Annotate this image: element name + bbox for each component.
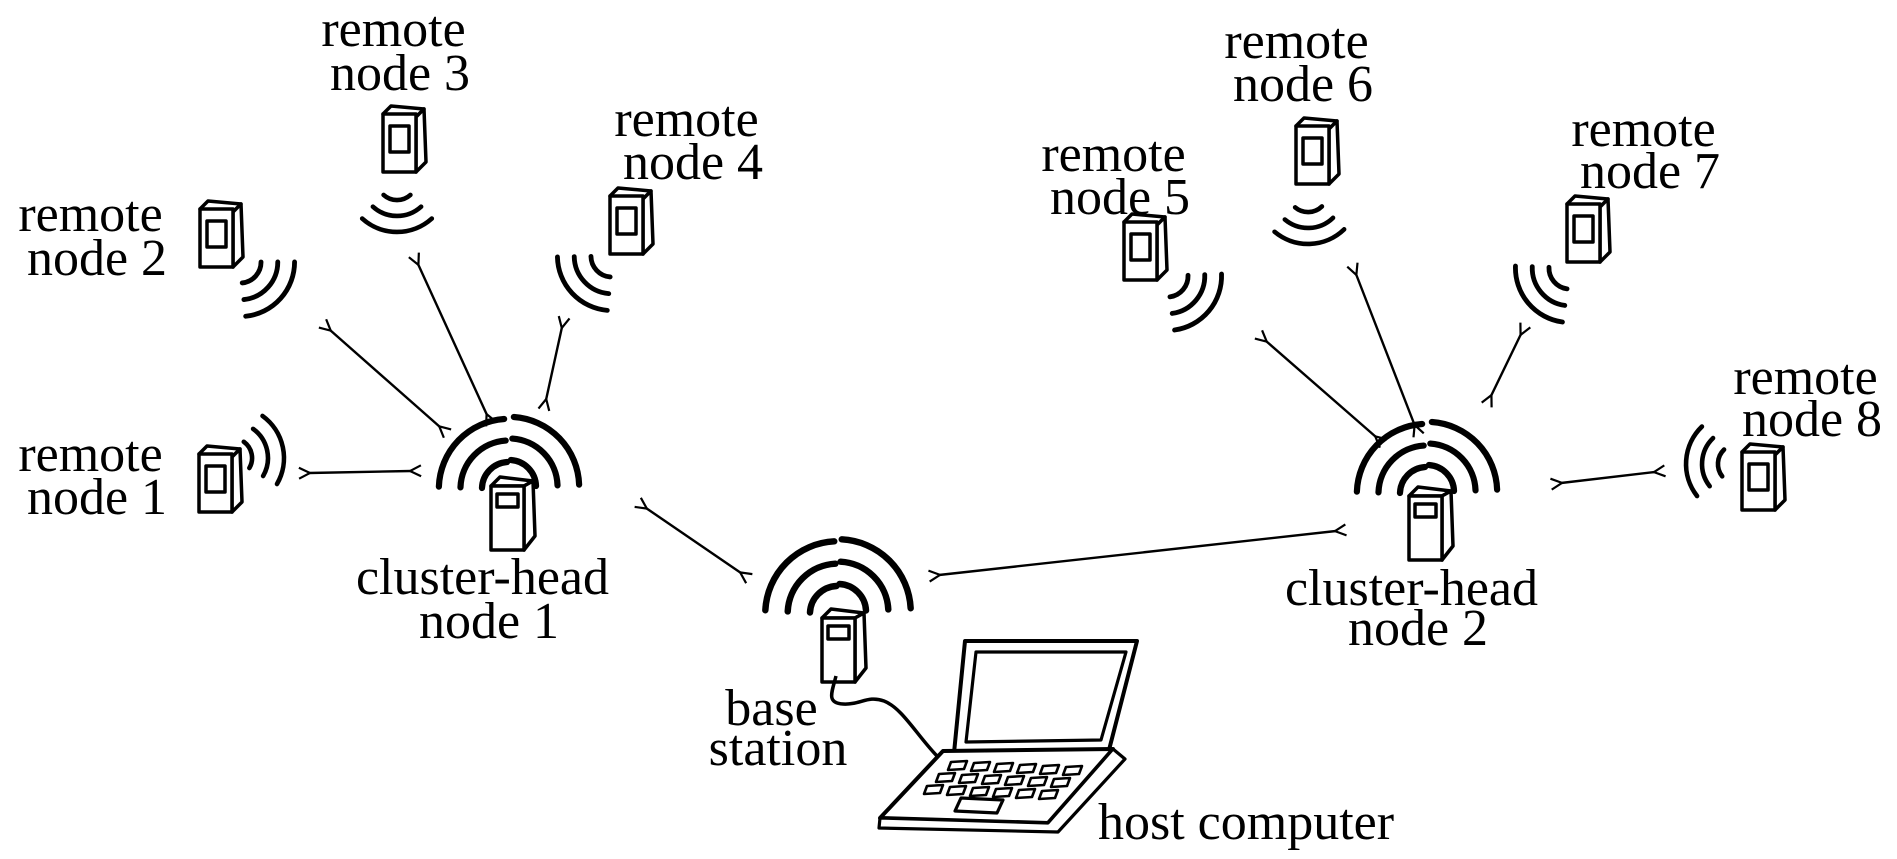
radio-waves-icon (239, 413, 290, 489)
remote-node-5-label: remote node 5 (1041, 126, 1198, 226)
link-remote2-cluster1 (330, 330, 440, 427)
remote-node-1: remote node 1 (18, 413, 290, 526)
link-cluster2-remote8 (1561, 472, 1655, 483)
cluster-head-device-icon (489, 475, 537, 552)
link-remote1-cluster1 (309, 471, 411, 473)
host-computer-icon (877, 639, 1139, 834)
remote-node-8: remote node 8 (1684, 349, 1890, 512)
link-cluster1-base (646, 508, 741, 573)
cluster-head-node-2: cluster-head node 2 (1285, 409, 1551, 657)
remote-node-5: remote node 5 (1041, 126, 1232, 339)
sensor-device-icon (608, 186, 655, 256)
link-remote5-cluster2 (1266, 341, 1376, 437)
laptop-base-edge (877, 747, 1127, 834)
remote-node-4-label: remote node 4 (614, 91, 771, 191)
remote-node-7: remote node 7 (1505, 101, 1728, 331)
cluster-head-node-1-label: cluster-head node 1 (356, 549, 622, 650)
remote-node-8-label: remote node 8 (1733, 349, 1890, 448)
radio-waves-icon (1274, 206, 1345, 245)
link-remote7-cluster2 (1491, 334, 1521, 396)
sensor-device-icon (1565, 194, 1612, 264)
sensor-device-icon (1294, 116, 1341, 186)
remote-node-7-label: remote node 7 (1571, 101, 1728, 200)
remote-node-3-label: remote node 3 (321, 1, 478, 102)
radio-waves-icon (362, 195, 432, 232)
link-remote3-cluster1 (418, 264, 487, 415)
remote-node-6: remote node 6 (1224, 13, 1381, 245)
remote-node-2: remote node 2 (18, 186, 305, 326)
remote-node-1-label: remote node 1 (18, 426, 175, 526)
sensor-device-icon (198, 199, 245, 269)
cluster-head-node-1: cluster-head node 1 (356, 404, 622, 650)
base-station-label: base station (709, 680, 848, 777)
link-remote4-cluster1 (546, 327, 562, 400)
sensor-device-icon (381, 104, 428, 174)
sensor-device-icon (197, 444, 244, 514)
laptop-trackpad (953, 796, 1005, 815)
cluster-head-node-2-label: cluster-head node 2 (1285, 560, 1551, 657)
link-base-cluster2 (939, 531, 1336, 575)
radio-waves-icon (1684, 426, 1726, 498)
remote-node-2-label: remote node 2 (18, 186, 175, 287)
laptop-screen-display (964, 650, 1128, 744)
sensor-device-icon (1740, 442, 1787, 512)
base-station: base station (709, 526, 924, 777)
host-computer-label: host computer (1098, 794, 1394, 851)
wireless-links (309, 264, 1655, 575)
remote-node-4: remote node 4 (547, 91, 771, 320)
serial-cable (829, 675, 939, 758)
cluster-head-device-icon (1407, 485, 1455, 562)
link-remote6-cluster2 (1356, 274, 1415, 426)
base-station-device-icon (820, 607, 868, 684)
remote-node-3: remote node 3 (321, 1, 478, 232)
remote-node-6-label: remote node 6 (1224, 13, 1381, 113)
